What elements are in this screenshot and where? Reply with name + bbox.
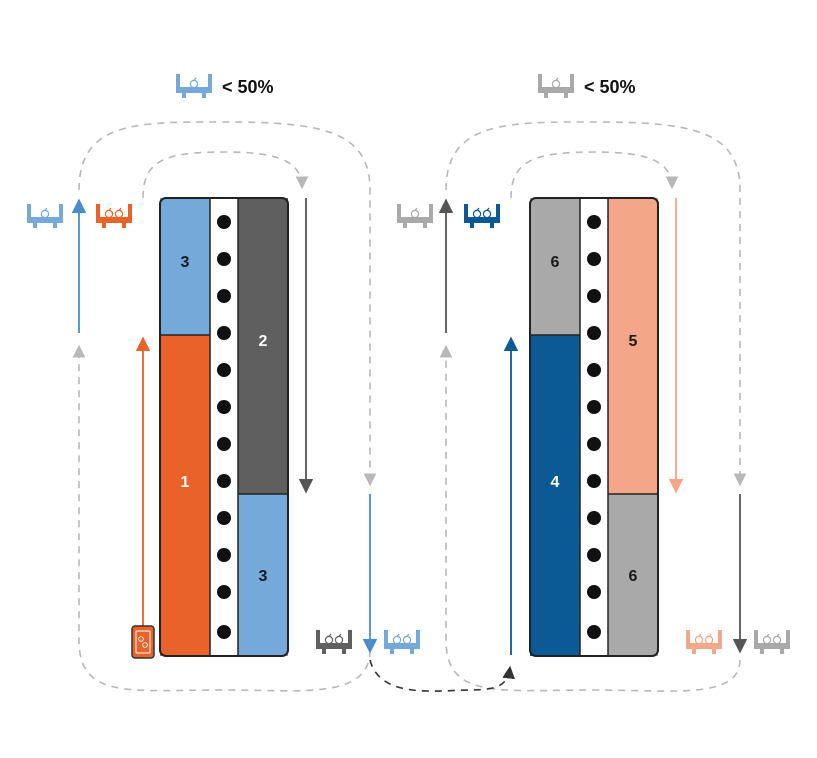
position-dots bbox=[587, 215, 601, 639]
bin-icon bbox=[397, 204, 433, 228]
zone-label: 3 bbox=[259, 568, 268, 585]
full-bin-icon bbox=[686, 630, 722, 654]
left-rack: 3 1 2 3 bbox=[159, 197, 289, 657]
right-threshold-label: < 50% bbox=[584, 77, 636, 97]
full-bin-icon bbox=[96, 204, 132, 228]
zone-1 bbox=[160, 335, 210, 656]
zone-2 bbox=[238, 198, 288, 494]
left-dashed-loops bbox=[72, 121, 377, 692]
zone-5 bbox=[608, 198, 658, 494]
inner-loop-top bbox=[142, 151, 309, 199]
bin-icon bbox=[176, 74, 212, 98]
right-dashed-loops bbox=[439, 121, 747, 692]
transfer-connector bbox=[369, 659, 516, 692]
zone-label: 2 bbox=[259, 333, 268, 350]
right-threshold-legend: < 50% bbox=[538, 74, 636, 98]
zone-label: 1 bbox=[181, 474, 190, 491]
full-bin-icon bbox=[384, 630, 420, 654]
bin-icon bbox=[538, 74, 574, 98]
bin-icon bbox=[27, 204, 63, 228]
vehicle-icon bbox=[131, 625, 155, 659]
left-threshold-label: < 50% bbox=[222, 77, 274, 97]
full-bin-icon bbox=[316, 630, 352, 654]
center-aisle bbox=[210, 198, 238, 656]
zone-label: 5 bbox=[629, 333, 638, 350]
zone-label: 4 bbox=[551, 474, 560, 491]
rack-outline bbox=[529, 197, 659, 657]
zone-label: 6 bbox=[629, 568, 638, 585]
full-bin-icon bbox=[464, 204, 500, 228]
outer-loop-bottom bbox=[72, 344, 371, 692]
zone-6-bottom bbox=[608, 494, 658, 656]
zone-3-bottom bbox=[238, 494, 288, 656]
zone-label: 3 bbox=[181, 254, 190, 271]
zone-3-top bbox=[160, 198, 210, 335]
zone-label: 6 bbox=[551, 254, 560, 271]
right-rack: 6 4 5 6 bbox=[529, 197, 659, 657]
outer-loop-bottom bbox=[439, 344, 741, 692]
zone-6-top bbox=[530, 198, 580, 335]
outer-loop-top bbox=[445, 121, 747, 487]
zone-4 bbox=[530, 335, 580, 656]
outer-loop-top bbox=[78, 121, 377, 487]
rack-outline bbox=[159, 197, 289, 657]
center-aisle bbox=[580, 198, 608, 656]
full-bin-icon bbox=[754, 630, 790, 654]
inner-loop-top bbox=[510, 151, 679, 199]
position-dots bbox=[217, 215, 231, 639]
left-threshold-legend: < 50% bbox=[176, 74, 274, 98]
